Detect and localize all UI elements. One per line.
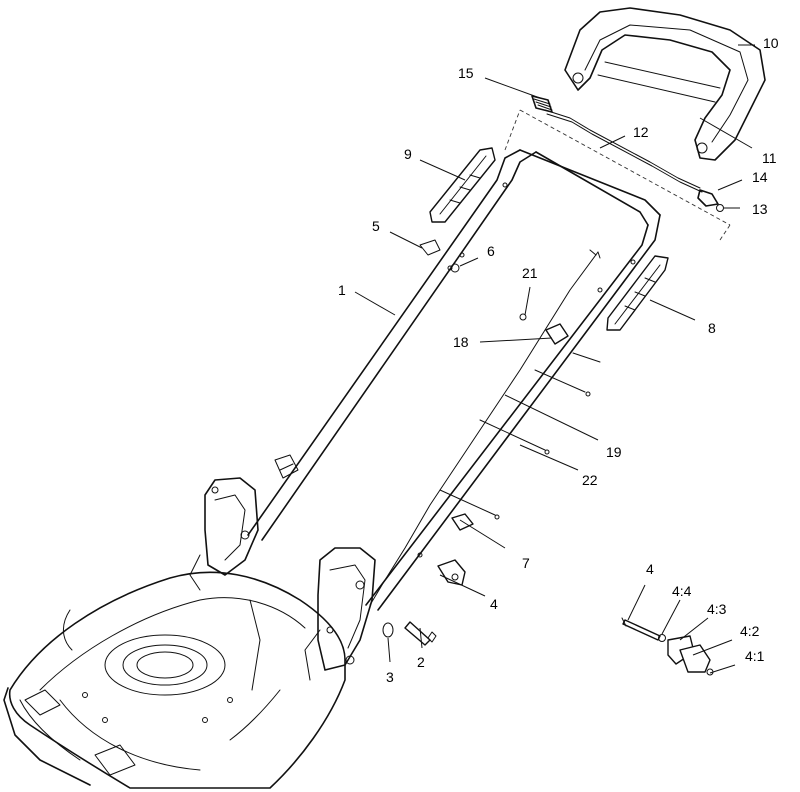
bail-handle: [564, 7, 766, 161]
cable-actuator: [519, 313, 569, 345]
callout-6: 6: [487, 243, 495, 259]
callout-7: 7: [522, 555, 530, 571]
callout-2: 2: [417, 654, 425, 670]
right-handle-bracket: [304, 547, 376, 681]
callout-5: 5: [372, 218, 380, 234]
bolt-6: [450, 263, 460, 273]
left-handle-bracket: [189, 477, 259, 591]
bolt-2: [404, 621, 437, 646]
mower-deck: [3, 571, 346, 789]
cable-cover-right: [606, 255, 669, 331]
callout-4-3: 4:3: [707, 601, 727, 617]
callout-4-1: 4:1: [745, 648, 765, 664]
callout-1: 1: [338, 282, 346, 298]
callout-11: 11: [762, 150, 777, 166]
callout-12: 12: [633, 124, 649, 140]
callout-9: 9: [404, 146, 412, 162]
callout-18: 18: [453, 334, 469, 350]
callout-15: 15: [458, 65, 474, 81]
callout-labels: 1 2 3 4 4 4:1 4:2 4:3 4:4 5 6 7 8 9 10 1…: [338, 35, 779, 685]
callout-13: 13: [752, 201, 768, 217]
callout-14: 14: [752, 169, 768, 185]
callout-4-4: 4:4: [672, 583, 692, 599]
callout-21: 21: [522, 265, 538, 281]
cable-clip: [419, 239, 441, 256]
callout-8: 8: [708, 320, 716, 336]
washer: [382, 622, 394, 638]
callout-4-exploded: 4: [646, 561, 654, 577]
handle-knob-mounted: [437, 559, 466, 586]
spring: [531, 95, 553, 113]
cable-cover-left: [429, 147, 496, 223]
rods: [439, 352, 601, 520]
callout-3: 3: [386, 669, 394, 685]
upper-handle: [247, 149, 661, 611]
knob-assembly-exploded: [621, 617, 714, 676]
callout-19: 19: [606, 444, 622, 460]
callout-10: 10: [763, 35, 779, 51]
callout-4-2: 4:2: [740, 623, 760, 639]
bail-rod: [504, 109, 731, 241]
traction-cable: [369, 249, 601, 606]
leader-lines: [354, 44, 755, 674]
callout-4: 4: [490, 596, 498, 612]
callout-22: 22: [582, 472, 598, 488]
cable-end: [697, 189, 724, 212]
